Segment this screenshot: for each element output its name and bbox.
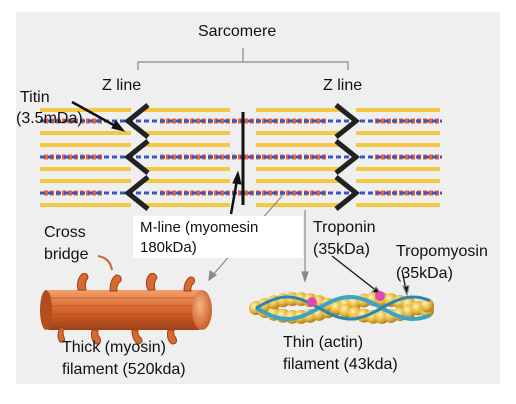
cross-bridge-label-line2: bridge (44, 246, 89, 263)
thick-filament-label-line1: Thick (myosin) (62, 339, 167, 356)
z-line (334, 139, 361, 175)
thin-filament-drawing (249, 291, 434, 324)
m-line-arrowhead (232, 170, 242, 185)
sarcomere-bracket (137, 48, 349, 70)
tropomyosin-label-line2: (35kDa) (396, 265, 453, 282)
pointer-arrows (71, 100, 242, 215)
titin-arrow (71, 100, 120, 130)
troponin-complex (375, 291, 385, 301)
titin-arrowhead (111, 120, 126, 132)
troponin-label-line1: Troponin (313, 219, 376, 236)
thick-filament-drawing (40, 255, 212, 345)
m-line-label-line1: M-line (myomesin (140, 219, 259, 236)
z-line-right-label: Z line (323, 77, 363, 94)
troponin-complex (307, 297, 317, 307)
sarcomere-rows (40, 103, 442, 211)
tropomyosin-strand (255, 295, 431, 321)
z-line (334, 103, 361, 139)
m-line-label-line2: 180kDa) (140, 239, 197, 256)
z-line-left-label: Z line (102, 77, 142, 94)
m-line-arrow (229, 179, 239, 215)
sarcomere-label: Sarcomere (198, 23, 277, 40)
thin-filament-label-line1: Thin (actin) (283, 334, 364, 351)
tropomyosin-strand (255, 295, 431, 322)
sarcomere-row-2 (40, 139, 442, 175)
titin-label-line2: (3.5mDa) (16, 110, 83, 127)
thick-filament-label-line2: filament (520kda) (62, 361, 186, 378)
actin-bead (420, 298, 434, 313)
cross-bridge-pointer (97, 255, 113, 271)
z-line (334, 175, 361, 211)
m-line-label-box (133, 216, 303, 258)
z-line (123, 139, 150, 175)
titin-label-line1: Titin (20, 89, 50, 106)
tropomyosin-label-line1: Tropomyosin (396, 243, 488, 260)
troponin-label-line2: (35kDa) (313, 241, 370, 258)
sarcomere-row-3 (40, 175, 442, 211)
cross-bridge-heads (57, 273, 195, 345)
callout-lines (208, 195, 410, 297)
z-line (123, 175, 150, 211)
sarcomere-row-1 (40, 103, 442, 139)
troponin-callout-line (331, 255, 379, 293)
cross-bridge-label-line1: Cross (44, 224, 86, 241)
z-line (123, 103, 150, 139)
thin-filament-label-line2: filament (43kda) (283, 356, 398, 373)
